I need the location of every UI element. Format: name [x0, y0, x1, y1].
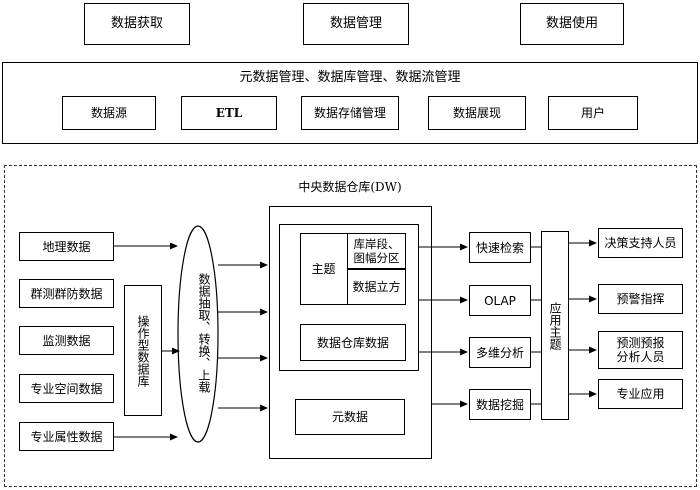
system-boundary	[4, 165, 697, 487]
box-data-usage: 数据使用	[520, 3, 624, 45]
etl-process-label: 数据抽取、转换、上载	[197, 273, 211, 393]
operational-database: 操作型数据库	[124, 285, 162, 416]
source-monitoring: 监测数据	[19, 326, 114, 355]
tool-data-mining: 数据挖掘	[469, 389, 531, 420]
theme-segment: 库岸段、图幅分区	[347, 233, 406, 269]
management-item-storage: 数据存储管理	[301, 96, 399, 130]
management-item-presentation: 数据展现	[428, 96, 526, 130]
metadata-box: 元数据	[295, 399, 405, 435]
management-item-data-source: 数据源	[62, 96, 156, 130]
tool-multidim-analysis: 多维分析	[469, 337, 531, 368]
user-warning-command: 预警指挥	[598, 284, 683, 314]
management-title: 元数据管理、数据库管理、数据流管理	[239, 70, 461, 85]
management-panel	[2, 62, 698, 144]
warehouse-data: 数据仓库数据	[300, 324, 406, 361]
tool-quick-search: 快速检索	[469, 232, 531, 263]
management-item-etl: ETL	[181, 96, 277, 130]
source-mass-monitoring: 群测群防数据	[19, 279, 114, 308]
box-data-acquisition: 数据获取	[84, 3, 190, 45]
tool-olap: OLAP	[469, 285, 531, 316]
theme-label: 主题	[311, 262, 336, 276]
dw-title: 中央数据仓库(DW)	[298, 180, 402, 194]
dw-data-area	[279, 224, 419, 371]
box-data-management: 数据管理	[303, 3, 409, 45]
user-professional: 专业应用	[598, 379, 683, 409]
management-item-user: 用户	[548, 96, 638, 130]
theme-cube: 数据立方	[347, 269, 406, 305]
user-decision-support: 决策支持人员	[598, 228, 683, 258]
user-forecast-analysts: 预测预报分析人员	[598, 331, 683, 369]
dw-outer	[269, 206, 432, 459]
etl-ellipse	[177, 225, 219, 443]
source-geographic: 地理数据	[19, 232, 114, 261]
source-attribute: 专业属性数据	[19, 422, 114, 451]
application-theme: 应用主题	[541, 231, 569, 420]
source-spatial: 专业空间数据	[19, 374, 114, 403]
